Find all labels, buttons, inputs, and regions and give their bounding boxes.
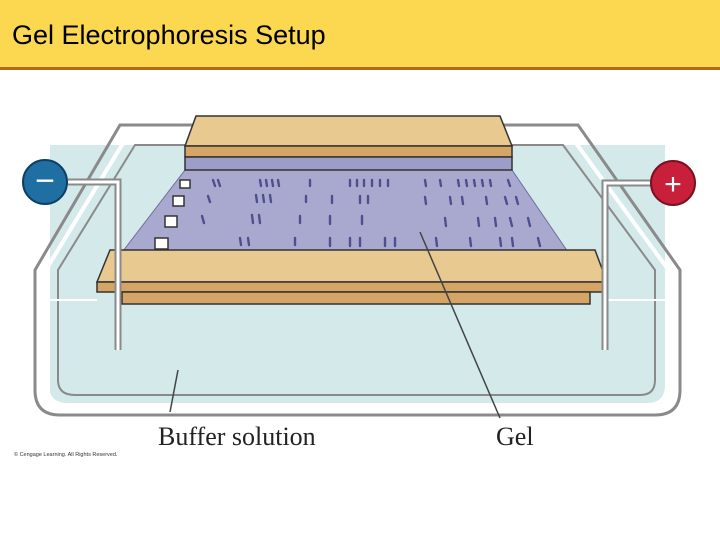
gel-label: Gel xyxy=(496,422,534,451)
gel-leader-line xyxy=(419,231,501,419)
positive-electrode: + xyxy=(650,160,696,206)
gel-wells xyxy=(154,179,191,250)
tank-inner-wall xyxy=(45,133,669,407)
copyright-notice: © Cengage Learning. All Rights Reserved. xyxy=(14,452,118,458)
front-gel-tray-end xyxy=(95,249,609,305)
positive-electrode-symbol: + xyxy=(664,168,682,201)
title-bar: Gel Electrophoresis Setup xyxy=(0,0,720,70)
back-gel-tray-end xyxy=(183,115,514,171)
negative-electrode: − xyxy=(22,159,68,205)
buffer-leader-line xyxy=(169,369,179,413)
slide-title: Gel Electrophoresis Setup xyxy=(12,20,326,50)
dna-bands xyxy=(200,178,542,248)
buffer-solution-label: Buffer solution xyxy=(158,422,316,451)
tank-outer-wall xyxy=(33,123,682,417)
negative-electrode-symbol: − xyxy=(35,162,55,200)
